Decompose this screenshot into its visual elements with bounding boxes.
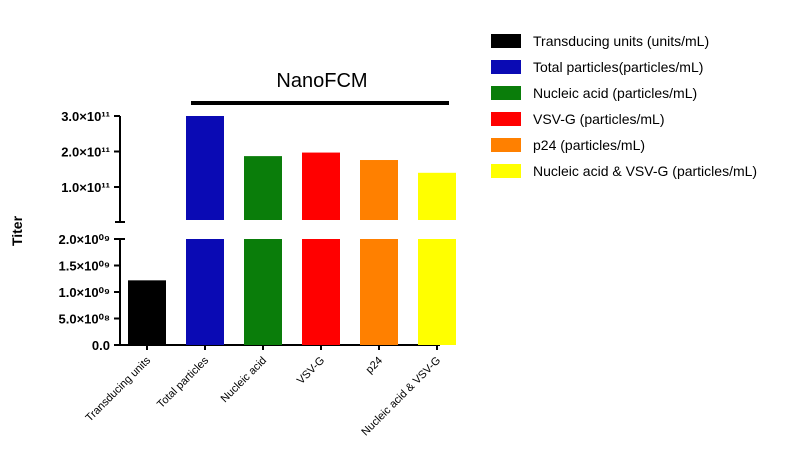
bars-group <box>128 116 456 345</box>
y-tick-lower-1: 5.0×10⁰⁸ <box>59 312 110 327</box>
x-tick-label-3: VSV-G <box>295 355 327 387</box>
y-tick-lower-4: 2.0×10⁰⁹ <box>58 232 110 247</box>
legend-swatch-3 <box>491 112 521 126</box>
legend-item-1: Total particles(particles/mL) <box>491 54 757 80</box>
bar-4-lower <box>360 239 398 345</box>
legend-label-0: Transducing units (units/mL) <box>533 33 710 49</box>
y-axis-label: Titer <box>9 215 25 246</box>
x-tick-label-4: p24 <box>364 355 385 376</box>
bar-1-upper <box>186 116 224 220</box>
legend-swatch-2 <box>491 86 521 100</box>
legend-item-3: VSV-G (particles/mL) <box>491 106 757 132</box>
legend-label-1: Total particles(particles/mL) <box>533 59 704 75</box>
bar-3-lower <box>302 239 340 345</box>
bar-2-lower <box>244 239 282 345</box>
bar-1-lower <box>186 239 224 345</box>
x-tick-label-1: Total particles <box>155 354 211 410</box>
nanofcm-annotation: NanoFCM <box>276 70 367 92</box>
legend-swatch-5 <box>491 164 521 178</box>
y-tick-lower-0: 0.0 <box>92 338 110 353</box>
y-tick-lower-2: 1.0×10⁰⁹ <box>58 285 110 300</box>
legend-label-5: Nucleic acid & VSV-G (particles/mL) <box>533 163 758 179</box>
legend: Transducing units (units/mL) Total partic… <box>491 28 757 184</box>
legend-label-2: Nucleic acid (particles/mL) <box>533 85 698 101</box>
bar-4-upper <box>360 160 398 220</box>
legend-item-5: Nucleic acid & VSV-G (particles/mL) <box>491 158 757 184</box>
legend-label-4: p24 (particles/mL) <box>533 137 646 153</box>
bar-5-lower <box>418 239 456 345</box>
y-tick-upper-0: 1.0×10¹¹ <box>61 180 110 195</box>
legend-item-0: Transducing units (units/mL) <box>491 28 757 54</box>
y-axis: 0.0 5.0×10⁰⁸ 1.0×10⁰⁹ 1.5×10⁰⁹ 2.0×10⁰⁹ 1.0×1… <box>58 109 440 353</box>
bar-5-upper <box>418 172 456 220</box>
legend-swatch-1 <box>491 60 521 74</box>
x-tick-label-0: Transducing units <box>84 354 154 424</box>
x-tick-label-2: Nucleic acid <box>219 355 269 405</box>
y-tick-lower-3: 1.5×10⁰⁹ <box>58 259 110 274</box>
bar-0 <box>128 280 166 345</box>
legend-swatch-0 <box>491 34 521 48</box>
legend-item-4: p24 (particles/mL) <box>491 132 757 158</box>
legend-label-3: VSV-G (particles/mL) <box>533 111 665 127</box>
legend-swatch-4 <box>491 138 521 152</box>
bar-2-upper <box>244 156 282 220</box>
y-tick-upper-2: 3.0×10¹¹ <box>61 109 110 124</box>
y-tick-upper-1: 2.0×10¹¹ <box>61 145 110 160</box>
bar-3-upper <box>302 152 340 220</box>
legend-item-2: Nucleic acid (particles/mL) <box>491 80 757 106</box>
